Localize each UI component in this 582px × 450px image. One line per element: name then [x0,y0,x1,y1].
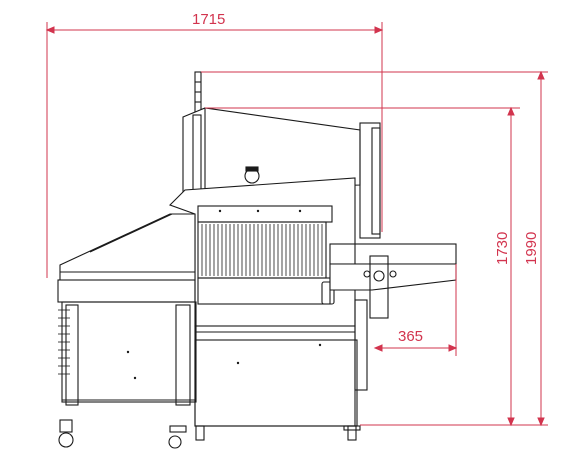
dimension-365-label: 365 [398,328,423,345]
machine-outline [57,71,457,449]
dimension-1730-label: 1730 [494,232,511,265]
dimension-1715-label: 1715 [192,11,225,28]
dimension-1990-label: 1990 [523,232,540,265]
dimension-labels: 1715 1730 1990 365 [192,11,540,345]
dimension-lines [45,22,548,427]
